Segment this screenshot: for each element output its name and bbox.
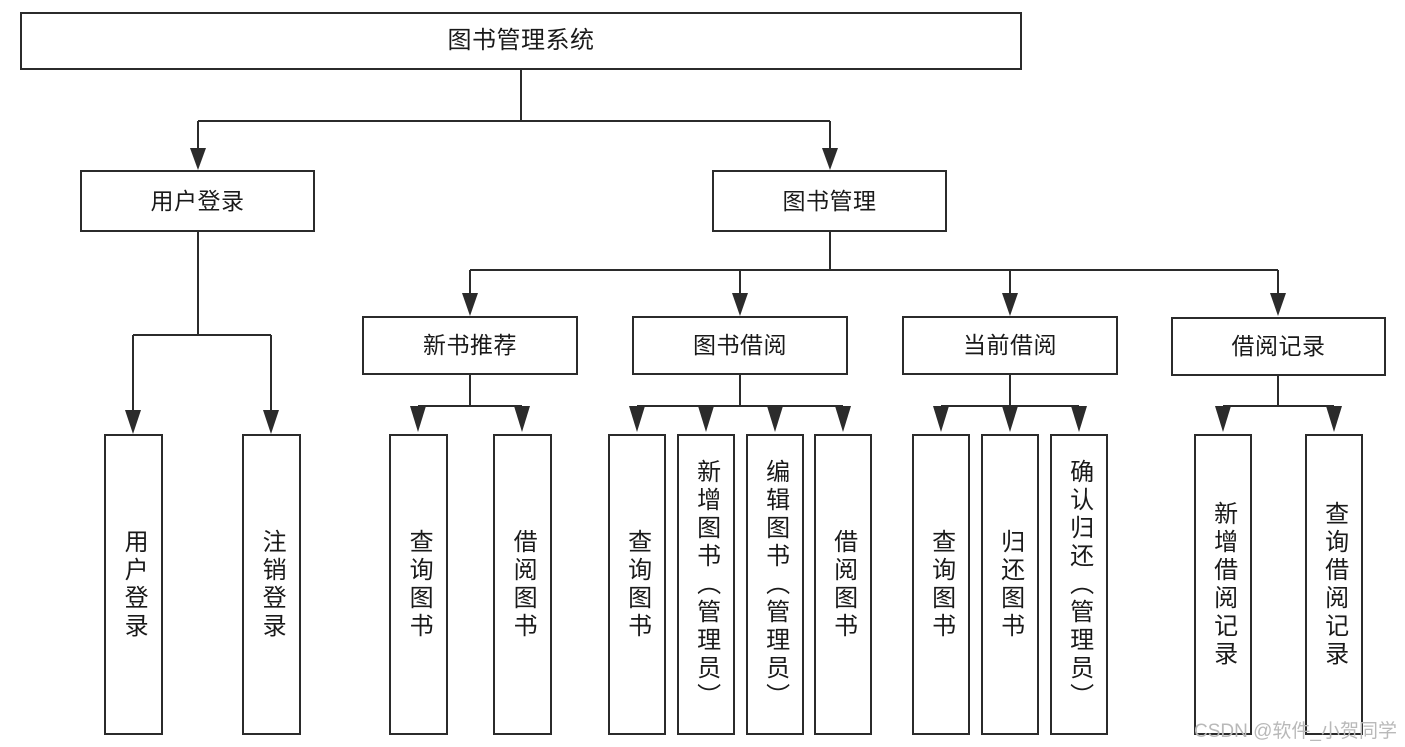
node-label: 查询图书 xyxy=(927,528,955,641)
watermark-text: CSDN @软件_小贺同学 xyxy=(1194,721,1397,742)
arrowhead-book-borrow xyxy=(732,293,748,316)
node-label: 图书借阅 xyxy=(693,332,787,359)
node-leaf-return-book[interactable]: 归还图书 xyxy=(981,434,1039,735)
node-label: 新书推荐 xyxy=(423,332,517,359)
node-leaf-confirm-return-admin[interactable]: 确认归还（管理员） xyxy=(1050,434,1108,735)
node-leaf-borrow-book[interactable]: 借阅图书 xyxy=(814,434,872,735)
node-label: 用户登录 xyxy=(150,187,245,214)
arrowhead-new-book xyxy=(462,293,478,316)
node-label: 新增借阅记录 xyxy=(1209,500,1237,669)
arrowhead-current-borrow-leaf-0 xyxy=(933,406,949,432)
node-leaf-add-book-admin[interactable]: 新增图书（管理员） xyxy=(677,434,735,735)
arrowhead-current-borrow xyxy=(1002,293,1018,316)
node-leaf-user-login[interactable]: 用户登录 xyxy=(104,434,163,735)
node-leaf-query-book-borrow[interactable]: 查询图书 xyxy=(608,434,666,735)
node-leaf-logout[interactable]: 注销登录 xyxy=(242,434,301,735)
node-leaf-add-borrow-record[interactable]: 新增借阅记录 xyxy=(1194,434,1252,735)
node-label: 查询图书 xyxy=(623,528,651,641)
node-label: 图书管理系统 xyxy=(447,27,595,54)
node-label: 借阅图书 xyxy=(509,528,537,641)
node-label: 归还图书 xyxy=(996,528,1024,641)
arrowhead-book-borrow-leaf-1 xyxy=(698,406,714,432)
node-label: 用户登录 xyxy=(120,528,148,641)
node-label: 当前借阅 xyxy=(963,332,1057,359)
node-book-borrow[interactable]: 图书借阅 xyxy=(632,316,848,375)
node-current-borrow[interactable]: 当前借阅 xyxy=(902,316,1118,375)
arrowhead-user-login xyxy=(190,148,206,170)
arrowhead-book-manage xyxy=(822,148,838,170)
node-label: 查询借阅记录 xyxy=(1320,500,1348,669)
arrowhead-user-login-leaf-0 xyxy=(125,410,141,434)
arrowhead-borrow-record-leaf-1 xyxy=(1326,406,1342,432)
arrowhead-borrow-record-leaf-0 xyxy=(1215,406,1231,432)
arrowhead-user-login-leaf-1 xyxy=(263,410,279,434)
arrowhead-current-borrow-leaf-2 xyxy=(1071,406,1087,432)
arrowhead-book-borrow-leaf-2 xyxy=(767,406,783,432)
node-root-book-management-system[interactable]: 图书管理系统 xyxy=(20,12,1022,70)
node-book-management[interactable]: 图书管理 xyxy=(712,170,947,232)
node-label: 确认归还（管理员） xyxy=(1065,458,1093,711)
arrowhead-book-borrow-leaf-0 xyxy=(629,406,645,432)
node-leaf-query-book-current[interactable]: 查询图书 xyxy=(912,434,970,735)
node-new-book-recommend[interactable]: 新书推荐 xyxy=(362,316,578,375)
node-label: 注销登录 xyxy=(258,528,286,641)
arrowhead-current-borrow-leaf-1 xyxy=(1002,406,1018,432)
node-label: 图书管理 xyxy=(782,187,877,214)
node-label: 编辑图书（管理员） xyxy=(761,458,789,711)
node-leaf-query-borrow-record[interactable]: 查询借阅记录 xyxy=(1305,434,1363,735)
node-borrow-record[interactable]: 借阅记录 xyxy=(1171,317,1386,376)
node-label: 新增图书（管理员） xyxy=(692,458,720,711)
node-label: 借阅图书 xyxy=(829,528,857,641)
arrowhead-book-borrow-leaf-3 xyxy=(835,406,851,432)
arrowhead-new-book-leaf-0 xyxy=(410,406,426,432)
node-leaf-query-book-new[interactable]: 查询图书 xyxy=(389,434,448,735)
node-leaf-borrow-book-new[interactable]: 借阅图书 xyxy=(493,434,552,735)
arrowhead-new-book-leaf-1 xyxy=(514,406,530,432)
node-user-login[interactable]: 用户登录 xyxy=(80,170,315,232)
node-label: 查询图书 xyxy=(405,528,433,641)
node-label: 借阅记录 xyxy=(1231,333,1326,360)
node-leaf-edit-book-admin[interactable]: 编辑图书（管理员） xyxy=(746,434,804,735)
arrowhead-borrow-record xyxy=(1270,293,1286,316)
